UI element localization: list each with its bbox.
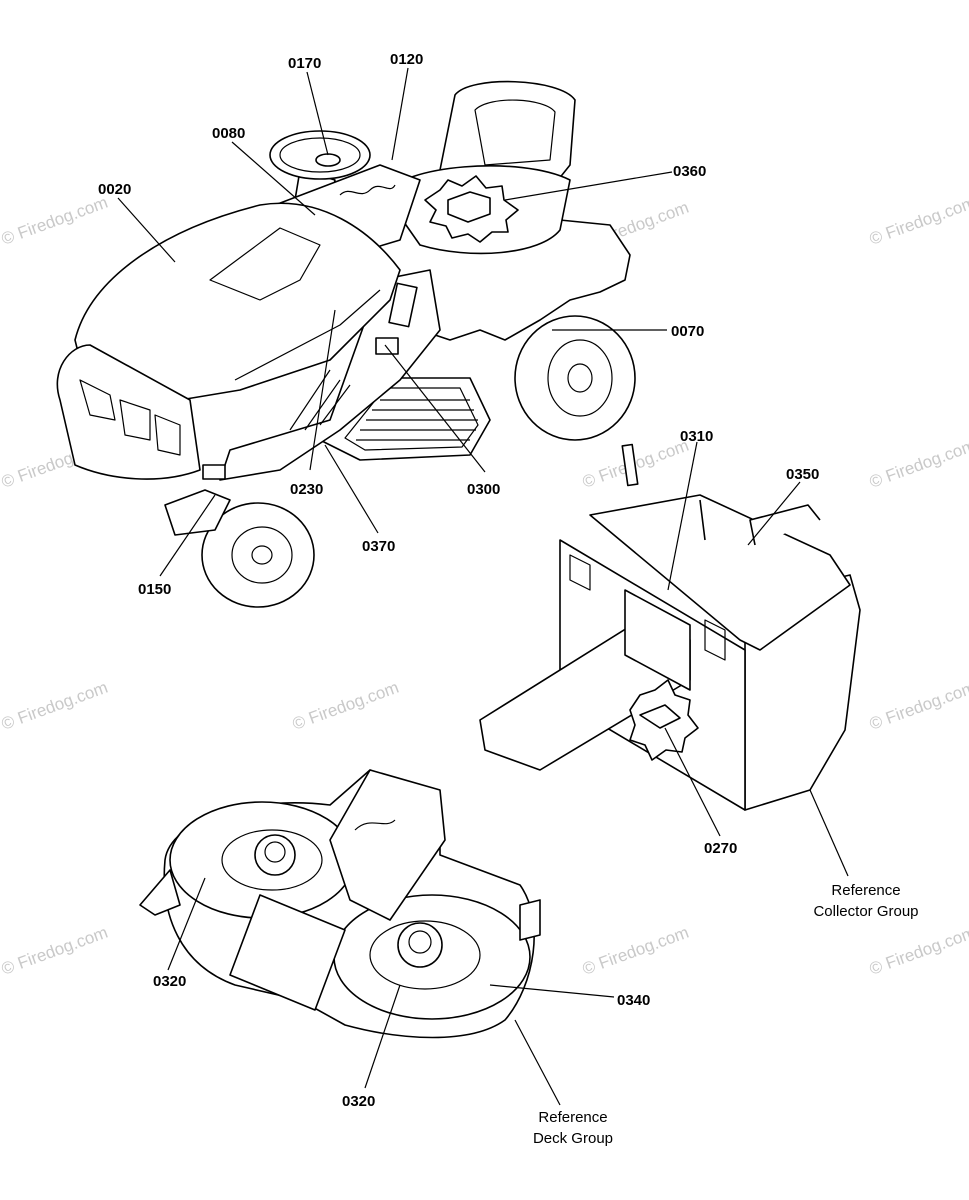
watermark-13: © Firedog.com — [867, 923, 969, 979]
deck-bracket — [229, 894, 346, 1011]
callout-0300: 0300 — [467, 481, 500, 498]
callout-0150: 0150 — [138, 581, 171, 598]
watermark-6: © Firedog.com — [867, 436, 969, 492]
leader-lines — [117, 67, 849, 1106]
callout-0320-left: 0320 — [153, 973, 186, 990]
front-wheel — [201, 502, 315, 608]
watermark-12: © Firedog.com — [580, 923, 691, 979]
collector-lid — [589, 494, 851, 651]
watermark-9: © Firedog.com — [867, 678, 969, 734]
callout-0080: 0080 — [212, 125, 245, 142]
deck-chute — [329, 769, 446, 921]
callout-0320-bottom: 0320 — [342, 1093, 375, 1110]
watermark-1: © Firedog.com — [0, 193, 110, 249]
axle-bracket — [164, 489, 231, 536]
reference-labels: Reference Collector Group Reference Deck… — [533, 882, 919, 1147]
callout-0170: 0170 — [288, 55, 321, 72]
watermark-7: © Firedog.com — [0, 678, 110, 734]
reference-deck-line2: Deck Group — [533, 1130, 613, 1147]
callout-0070: 0070 — [671, 323, 704, 340]
watermark-8: © Firedog.com — [290, 678, 401, 734]
grille — [56, 344, 201, 480]
watermark-10: © Firedog.com — [0, 923, 110, 979]
callout-0350: 0350 — [786, 466, 819, 483]
callout-0230: 0230 — [290, 481, 323, 498]
callout-0020: 0020 — [98, 181, 131, 198]
body-side — [219, 269, 441, 481]
collector-drawing — [479, 443, 861, 811]
reference-collector-line1: Reference — [831, 882, 900, 899]
callout-labels: 0170 0120 0080 0020 0360 0070 0310 0350 … — [98, 51, 819, 1110]
callout-0120: 0120 — [390, 51, 423, 68]
callout-0360: 0360 — [673, 163, 706, 180]
reference-deck-line1: Reference — [538, 1109, 607, 1126]
hood — [74, 202, 401, 401]
deck-drawing — [139, 769, 541, 1039]
rear-wheel — [514, 315, 636, 441]
callout-0340: 0340 — [617, 992, 650, 1009]
callout-0270: 0270 — [704, 840, 737, 857]
tractor-drawing — [56, 80, 636, 608]
callout-0370: 0370 — [362, 538, 395, 555]
reference-collector-line2: Collector Group — [813, 903, 918, 920]
callout-0310: 0310 — [680, 428, 713, 445]
watermark-3: © Firedog.com — [867, 193, 969, 249]
